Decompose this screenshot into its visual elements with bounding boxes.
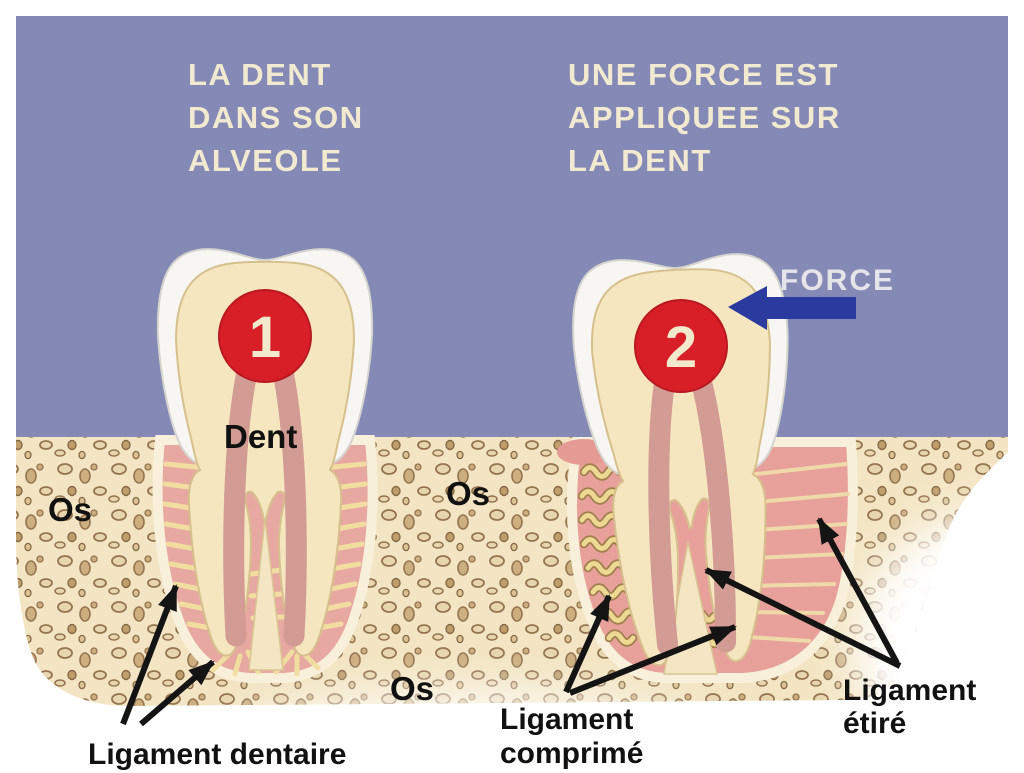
badge-1-circle (218, 289, 312, 383)
annotation-arrows (120, 517, 902, 727)
bone-label-bottom: Os (390, 670, 434, 707)
arrow-ligament-dentaire-2 (139, 659, 215, 727)
bone-label-mid: Os (446, 475, 490, 512)
right-title-line-3: LA DENT (568, 143, 712, 178)
ligament-comprime-label: Ligament comprimé (500, 703, 643, 770)
ligament-comprime-line-2: comprimé (500, 737, 643, 770)
ligament-comprime-line-1: Ligament (500, 703, 633, 736)
arrow-ligament-etire-1 (816, 517, 900, 665)
force-label: FORCE (780, 264, 895, 297)
arrow-ligament-dentaire-1 (120, 584, 179, 726)
arrow-ligament-comprime-1 (563, 594, 612, 694)
ligament-etire-label: Ligament étiré (843, 674, 976, 740)
ligament-etire-line-2: étiré (843, 707, 906, 740)
arrow-ligament-comprime-2 (568, 624, 737, 696)
left-title-line-3: ALVEOLE (188, 143, 343, 178)
right-title-line-1: UNE FORCE EST (568, 57, 839, 92)
badge-1-number: 1 (249, 305, 281, 370)
force-arrow-icon (728, 286, 856, 330)
right-panel-title: UNE FORCE EST APPLIQUEE SUR LA DENT (568, 57, 841, 178)
bone-label-left: Os (48, 491, 92, 528)
left-panel-title: LA DENT DANS SON ALVEOLE (188, 57, 364, 178)
arrow-ligament-etire-2 (704, 567, 902, 669)
right-title-line-2: APPLIQUEE SUR (568, 100, 841, 135)
ligament-dentaire-label: Ligament dentaire (88, 738, 346, 771)
badge-2-number: 2 (665, 315, 697, 380)
number-badge-1: 1 (218, 289, 312, 383)
badge-2-circle (634, 299, 728, 393)
left-title-line-1: LA DENT (188, 57, 332, 92)
left-title-line-2: DANS SON (188, 100, 364, 135)
tooth-label: Dent (224, 418, 297, 455)
ligament-etire-line-1: Ligament (843, 674, 976, 707)
left-interradicular-bone (248, 517, 284, 671)
number-badge-2: 2 (634, 299, 728, 393)
